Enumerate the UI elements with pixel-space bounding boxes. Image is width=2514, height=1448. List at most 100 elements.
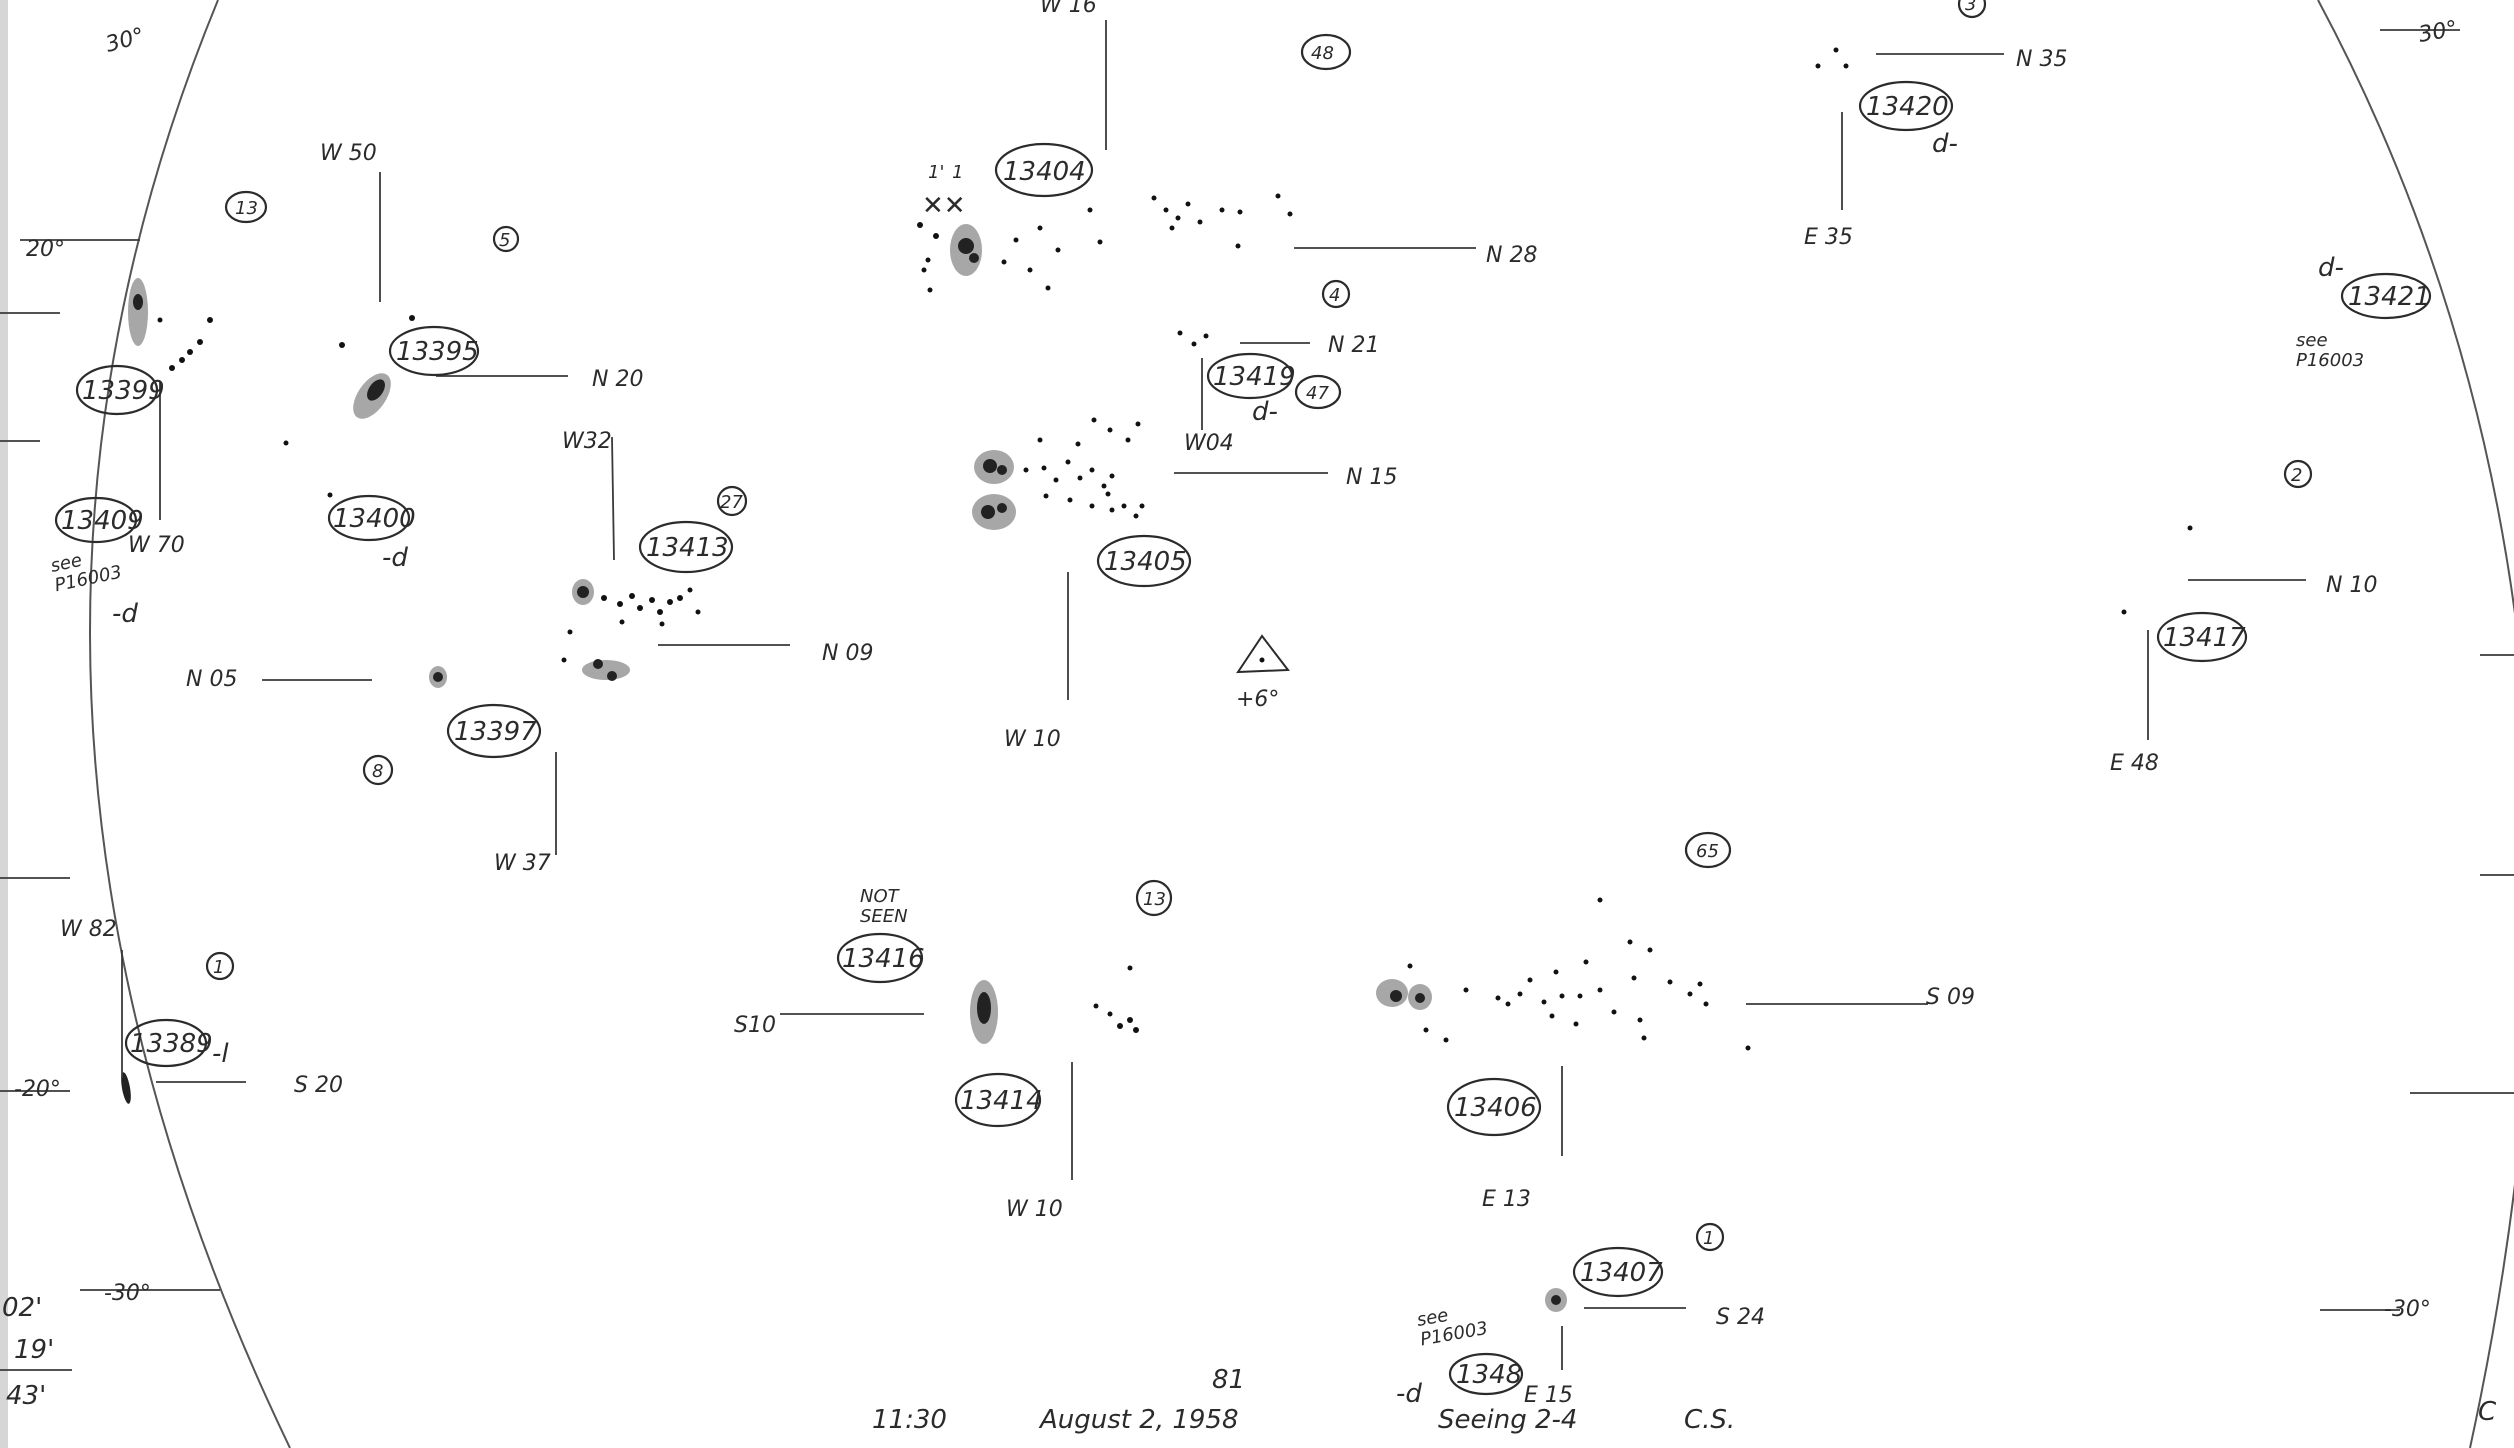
region-number: 13421 — [2348, 282, 2431, 312]
coordinate-label-vertical: W 37 — [494, 851, 551, 876]
region-13413: 13413 W32 N 09 27 — [561, 429, 873, 681]
grade-label: -d — [382, 543, 408, 573]
limb-label-left-20: 20° — [26, 237, 65, 262]
triangle-label: +6° — [1236, 687, 1279, 712]
spot-count: 48 — [1311, 43, 1334, 64]
margin-note-3: 43' — [6, 1381, 46, 1411]
footer-number: 81 — [1212, 1365, 1245, 1395]
region-13389: 13389 W 82 S 20 -l 1 — [60, 917, 343, 1104]
coordinate-label-horizontal: N 20 — [592, 367, 643, 392]
grade-label: d- — [2318, 253, 2344, 283]
grade-label: d- — [1932, 129, 1958, 159]
margin-notes: 02' 19' 43' — [0, 1293, 72, 1411]
footer-seeing: Seeing 2-4 — [1438, 1405, 1577, 1435]
region-number-bubble — [75, 364, 159, 416]
limb-label-top-left: 30° — [103, 24, 147, 58]
footer-time: 11:30 — [872, 1405, 947, 1435]
coordinate-label-vertical: W 10 — [1006, 1197, 1063, 1222]
grade-label: -d — [112, 599, 138, 629]
coordinate-label-vertical: W04 — [1184, 431, 1234, 456]
coordinate-label-horizontal: N 28 — [1486, 243, 1537, 268]
limb-label-left-minus-20: -20° — [14, 1077, 61, 1102]
coordinate-label-horizontal: S 24 — [1716, 1305, 1765, 1330]
limb-ticks — [0, 29, 2514, 1311]
spot-count: 1 — [1703, 1228, 1714, 1249]
region-13414: 13414 W 10 13 — [954, 879, 1173, 1222]
paper-edge — [0, 0, 8, 1448]
coordinate-label-vertical: W32 — [562, 429, 612, 454]
region-13395: 13395 W 50 N 20 5 — [320, 141, 643, 419]
coordinate-label-horizontal: N 05 — [186, 667, 237, 692]
coordinate-label-vertical: E 15 — [1524, 1383, 1573, 1408]
region-13420: 13420 N 35 E 35 d- 3 — [1804, 0, 2067, 250]
region-number: 13417 — [2163, 623, 2246, 653]
triangle-reference-symbol: +6° — [1236, 634, 1290, 712]
grade-label: d- — [1252, 397, 1278, 427]
region-number: 13400 — [333, 504, 416, 534]
region-13406: 13406 S 09 E 13 65 — [1376, 831, 1975, 1212]
region-13405: 13405 N 15 W 10 — [972, 417, 1397, 752]
region-number: 13399 — [82, 376, 165, 406]
region-13419: 13419 N 21 W04 d- 47 4 — [1177, 279, 1379, 456]
region-1348: 1348 seeP16003 -d — [1396, 1298, 1524, 1409]
sunspot-umbra — [133, 294, 143, 310]
margin-note-1: 02' — [2, 1293, 42, 1323]
region-number: 13406 — [1454, 1093, 1537, 1123]
spot-count: 65 — [1696, 841, 1719, 862]
region-number: 13389 — [130, 1029, 213, 1059]
region-number: 13395 — [396, 337, 479, 367]
spot-count: 1 — [213, 957, 224, 978]
region-number: 13420 — [1866, 92, 1949, 122]
scale-label-2: 1 — [952, 162, 963, 183]
coordinate-label-vertical: W 82 — [60, 917, 117, 942]
limb-label-right-minus-30: -30° — [2384, 1297, 2431, 1322]
region-number: 13414 — [960, 1086, 1043, 1116]
coordinate-label-horizontal: N 21 — [1328, 333, 1379, 358]
coordinate-label-horizontal: N 10 — [2326, 573, 2377, 598]
region-number: 13404 — [1003, 157, 1086, 187]
spot-count: 13 — [235, 198, 258, 219]
region-number: 13405 — [1104, 547, 1187, 577]
coordinate-label-horizontal: N 35 — [2016, 47, 2067, 72]
scale-cross-icon: ✕✕ — [922, 191, 966, 221]
spot-count: 5 — [499, 230, 510, 251]
region-13404: ✕✕ 1' 1 13404 W 16 N 28 48 — [917, 0, 1537, 293]
spot-count: 47 — [1306, 383, 1329, 404]
limb-label-top-right: 30° — [2417, 17, 2460, 48]
coordinate-label-horizontal: N 09 — [822, 641, 873, 666]
coordinate-label: W 70 — [128, 533, 185, 558]
region-number: 1348 — [1456, 1360, 1522, 1390]
coordinate-label-vertical: E 13 — [1482, 1187, 1531, 1212]
region-number: 13416 — [842, 944, 925, 974]
footer: 11:30 August 2, 1958 81 Seeing 2-4 C.S. … — [872, 1365, 2497, 1435]
coordinate-label-vertical: W 10 — [1004, 727, 1061, 752]
coordinate-label-horizontal: S 20 — [294, 1073, 343, 1098]
coordinate-label-vertical: E 48 — [2110, 751, 2159, 776]
footer-initials: C.S. — [1684, 1405, 1735, 1435]
footer-date: August 2, 1958 — [1038, 1405, 1239, 1435]
region-13400: 13400 -d — [283, 440, 416, 573]
scale-label: 1' — [928, 162, 944, 183]
spot-count-2: 4 — [1329, 285, 1340, 306]
region-13399: 13399 13 — [75, 190, 268, 520]
region-13417: 13417 N 10 E 48 2 — [2110, 459, 2377, 776]
see-note: seeP16003 — [49, 542, 124, 596]
region-number: 13407 — [1580, 1258, 1663, 1288]
grade-label: -l — [212, 1039, 229, 1069]
region-number: 13419 — [1213, 362, 1296, 392]
coordinate-label-horizontal: S10 — [734, 1013, 776, 1038]
spot-count: 3 — [1965, 0, 1976, 15]
coordinate-label-horizontal: S 09 — [1926, 985, 1975, 1010]
spot-count: 2 — [2291, 465, 2302, 486]
region-number: 13413 — [646, 533, 729, 563]
margin-note-2: 19' — [14, 1335, 54, 1365]
see-note: seeP16003 — [1415, 1298, 1489, 1350]
spot-count: 27 — [720, 492, 743, 513]
corner-mark: C — [2478, 1397, 2497, 1427]
sunspot-penumbra — [128, 278, 148, 346]
coordinate-label-vertical: W 16 — [1040, 0, 1097, 18]
